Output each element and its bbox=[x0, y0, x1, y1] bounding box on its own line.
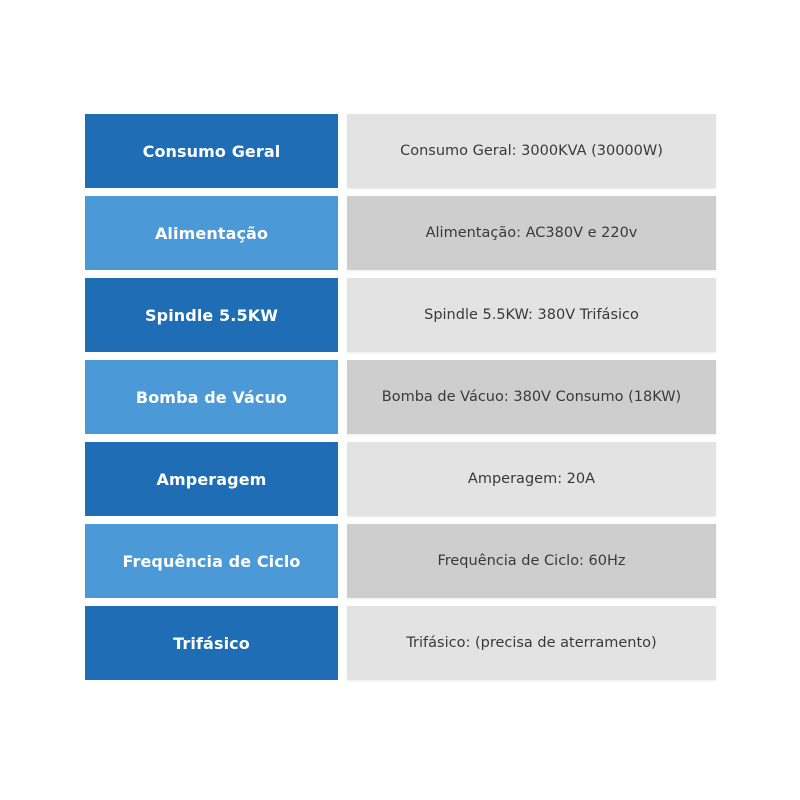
spec-value: Frequência de Ciclo: 60Hz bbox=[347, 524, 716, 598]
spec-row-consumo-geral: Consumo Geral Consumo Geral: 3000KVA (30… bbox=[85, 114, 716, 188]
spec-row-alimentacao: Alimentação Alimentação: AC380V e 220v bbox=[85, 196, 716, 270]
spec-row-amperagem: Amperagem Amperagem: 20A bbox=[85, 442, 716, 516]
spec-row-frequencia-de-ciclo: Frequência de Ciclo Frequência de Ciclo:… bbox=[85, 524, 716, 598]
spec-row-trifasico: Trifásico Trifásico: (precisa de aterram… bbox=[85, 606, 716, 680]
spec-value: Bomba de Vácuo: 380V Consumo (18KW) bbox=[347, 360, 716, 434]
spec-label: Consumo Geral bbox=[85, 114, 338, 188]
spec-row-spindle: Spindle 5.5KW Spindle 5.5KW: 380V Trifás… bbox=[85, 278, 716, 352]
spec-label: Bomba de Vácuo bbox=[85, 360, 338, 434]
spec-value: Consumo Geral: 3000KVA (30000W) bbox=[347, 114, 716, 188]
spec-label: Alimentação bbox=[85, 196, 338, 270]
spec-label: Frequência de Ciclo bbox=[85, 524, 338, 598]
spec-table: Consumo Geral Consumo Geral: 3000KVA (30… bbox=[85, 114, 716, 680]
spec-label: Spindle 5.5KW bbox=[85, 278, 338, 352]
spec-value: Spindle 5.5KW: 380V Trifásico bbox=[347, 278, 716, 352]
spec-value: Trifásico: (precisa de aterramento) bbox=[347, 606, 716, 680]
spec-label: Amperagem bbox=[85, 442, 338, 516]
spec-value: Amperagem: 20A bbox=[347, 442, 716, 516]
spec-label: Trifásico bbox=[85, 606, 338, 680]
spec-value: Alimentação: AC380V e 220v bbox=[347, 196, 716, 270]
spec-row-bomba-de-vacuo: Bomba de Vácuo Bomba de Vácuo: 380V Cons… bbox=[85, 360, 716, 434]
